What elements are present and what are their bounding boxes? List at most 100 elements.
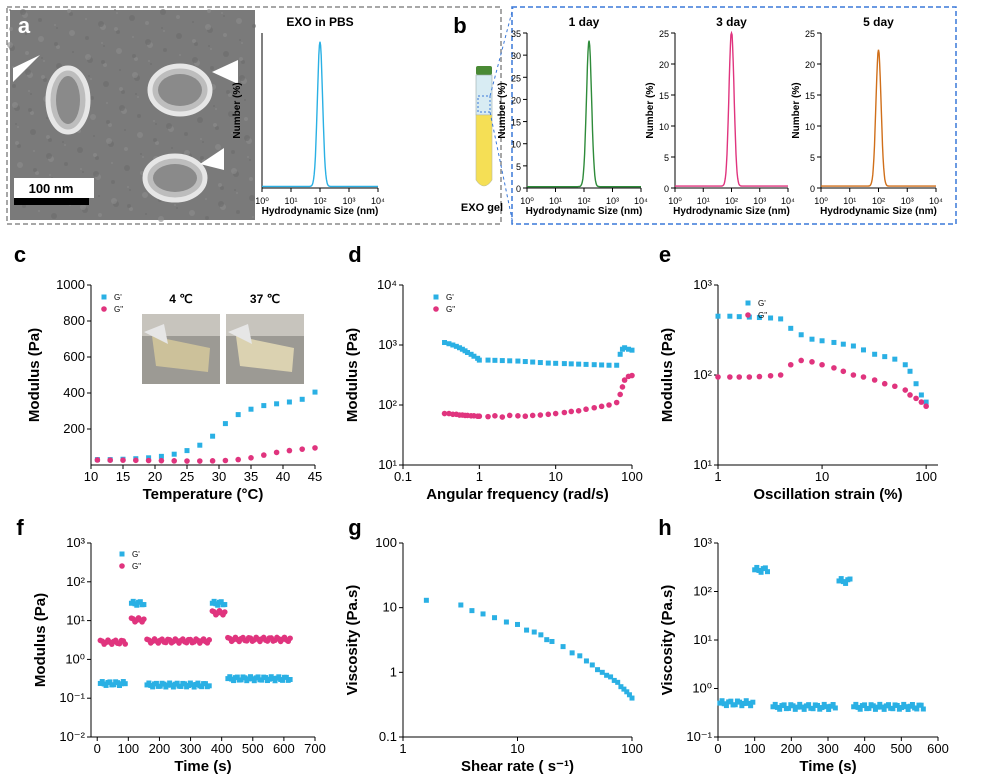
data-point [756, 315, 762, 321]
data-point [606, 402, 612, 408]
tem-grain [239, 75, 245, 81]
tem-grain [239, 57, 243, 61]
data-point [111, 682, 117, 688]
tem-grain [90, 114, 96, 120]
tube-cap [228, 324, 252, 344]
tem-grain [194, 42, 198, 46]
tem-grain [25, 51, 29, 55]
tem-grain [77, 147, 83, 153]
data-point [913, 381, 919, 387]
x-tick-label: 100 [117, 741, 139, 756]
data-point [723, 703, 729, 709]
x-tick-label: 10 [548, 469, 562, 484]
tem-grain [124, 147, 128, 151]
tem-grain [223, 15, 225, 17]
tem-grain [17, 126, 19, 128]
arrowhead-marker [200, 148, 224, 170]
tem-grain [116, 48, 122, 54]
data-point [892, 356, 898, 362]
scale-bar-bg [14, 178, 94, 198]
data-point [826, 706, 832, 712]
tem-grain [231, 132, 233, 134]
data-point [115, 680, 121, 686]
tem-grain [192, 21, 194, 23]
data-point [153, 680, 159, 686]
data-point [715, 313, 721, 319]
data-point [255, 674, 261, 680]
data-point [907, 392, 913, 398]
y-tick-label: 15 [659, 91, 669, 101]
photo-label: 37 ℃ [250, 292, 280, 306]
tem-grain [166, 123, 172, 129]
data-point [103, 682, 109, 688]
data-point [862, 702, 868, 708]
tem-grain [137, 96, 139, 98]
data-point [823, 704, 829, 710]
data-point [485, 357, 491, 363]
x-tick-label: 10² [313, 196, 326, 206]
data-point [790, 703, 796, 709]
tem-grain [127, 204, 131, 208]
data-point [515, 413, 521, 419]
data-point [727, 374, 733, 380]
chart-title: EXO in PBS [286, 15, 353, 29]
tem-grain [184, 132, 188, 136]
tem-grain [249, 195, 255, 201]
tem-grain [197, 117, 203, 123]
y-axis-label: Modulus (Pa) [344, 328, 361, 422]
data-point [476, 357, 482, 363]
tem-grain [142, 192, 148, 198]
tem-grain [244, 99, 246, 101]
data-point [184, 448, 190, 454]
y-tick-label: 200 [63, 421, 85, 436]
data-point [287, 677, 293, 683]
legend-label: G" [758, 311, 767, 320]
data-point [276, 674, 282, 680]
x-tick-label: 10¹ [697, 196, 710, 206]
x-axis-label: Hydrodynamic Size (nm) [673, 206, 790, 217]
data-point [171, 458, 177, 464]
data-point [199, 684, 205, 690]
tem-grain [215, 126, 219, 130]
x-tick-label: 40 [276, 469, 290, 484]
tem-grain [116, 12, 118, 14]
y-axis-label: Number (%) [791, 82, 802, 138]
x-tick-label: 700 [304, 741, 326, 756]
data-point [918, 702, 924, 708]
data-point [515, 358, 521, 364]
tem-grain [38, 18, 42, 22]
tem-grain [49, 174, 51, 176]
legend-marker [745, 300, 751, 306]
data-point [758, 569, 764, 575]
tem-grain [137, 114, 141, 118]
data-point [286, 447, 293, 454]
tem-grain [106, 102, 108, 104]
data-point [234, 674, 240, 680]
tem-grain [189, 210, 195, 216]
data-point [877, 701, 883, 707]
y-tick-label: 10² [66, 574, 85, 589]
y-axis-label: Viscosity (Pa.s) [659, 585, 676, 696]
data-point [312, 389, 318, 395]
data-point [871, 377, 878, 383]
tem-grain [15, 123, 17, 125]
data-point [492, 413, 498, 419]
tem-grain [88, 75, 90, 77]
tem-grain [132, 54, 136, 58]
data-point [741, 700, 747, 706]
data-point [273, 449, 280, 456]
tem-grain [69, 30, 75, 36]
data-point [624, 689, 630, 695]
tem-grain [25, 33, 27, 35]
tem-grain [111, 198, 117, 204]
data-point [248, 455, 254, 461]
data-point [613, 399, 620, 406]
tem-grain [160, 9, 166, 15]
data-point [499, 358, 505, 364]
tem-grain [103, 81, 109, 87]
data-point [626, 346, 632, 352]
tem-grain [231, 150, 235, 154]
data-point [561, 361, 567, 367]
legend-label: G" [132, 562, 141, 571]
